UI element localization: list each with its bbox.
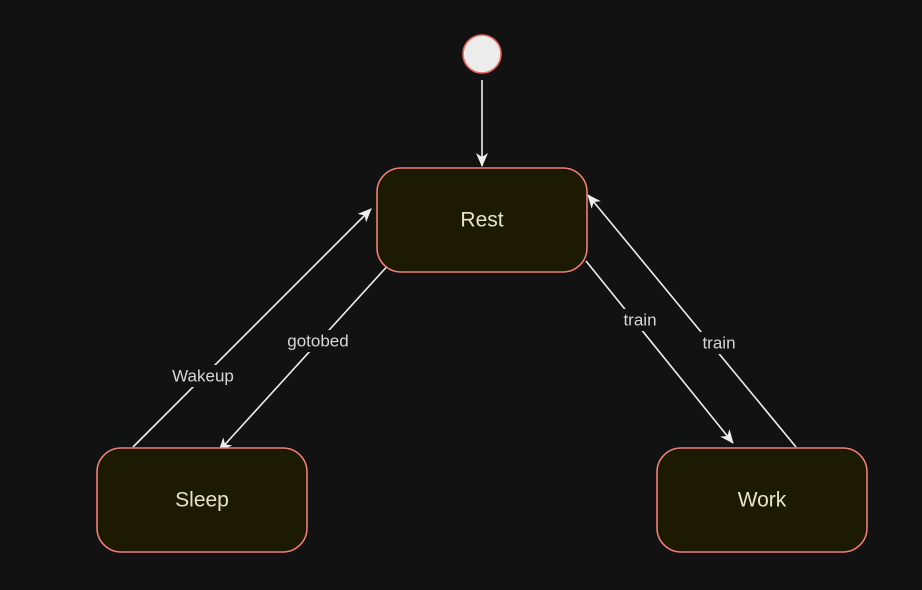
initial-state[interactable] — [462, 34, 502, 74]
edge-label-gotobed-text: gotobed — [287, 332, 348, 351]
edge-rest-to-sleep[interactable] — [218, 260, 393, 452]
edge-label-wakeup-text: Wakeup — [172, 367, 234, 386]
state-sleep[interactable]: Sleep — [96, 447, 308, 553]
edge-label-gotobed: gotobed — [282, 330, 354, 352]
edge-work-to-rest[interactable] — [587, 194, 797, 448]
state-work[interactable]: Work — [656, 447, 868, 553]
edge-label-train-rest-to-work-text: train — [623, 311, 656, 330]
state-sleep-label: Sleep — [175, 489, 229, 512]
state-rest[interactable]: Rest — [376, 167, 588, 273]
edge-label-train-work-to-rest-text: train — [702, 334, 735, 353]
edge-label-train-rest-to-work: train — [619, 309, 662, 331]
state-work-label: Work — [738, 489, 787, 512]
edge-label-wakeup: Wakeup — [166, 365, 240, 387]
edge-rest-to-work[interactable] — [585, 260, 734, 444]
edge-label-train-work-to-rest: train — [697, 332, 741, 354]
edge-sleep-to-rest[interactable] — [132, 208, 372, 448]
state-rest-label: Rest — [460, 209, 503, 232]
